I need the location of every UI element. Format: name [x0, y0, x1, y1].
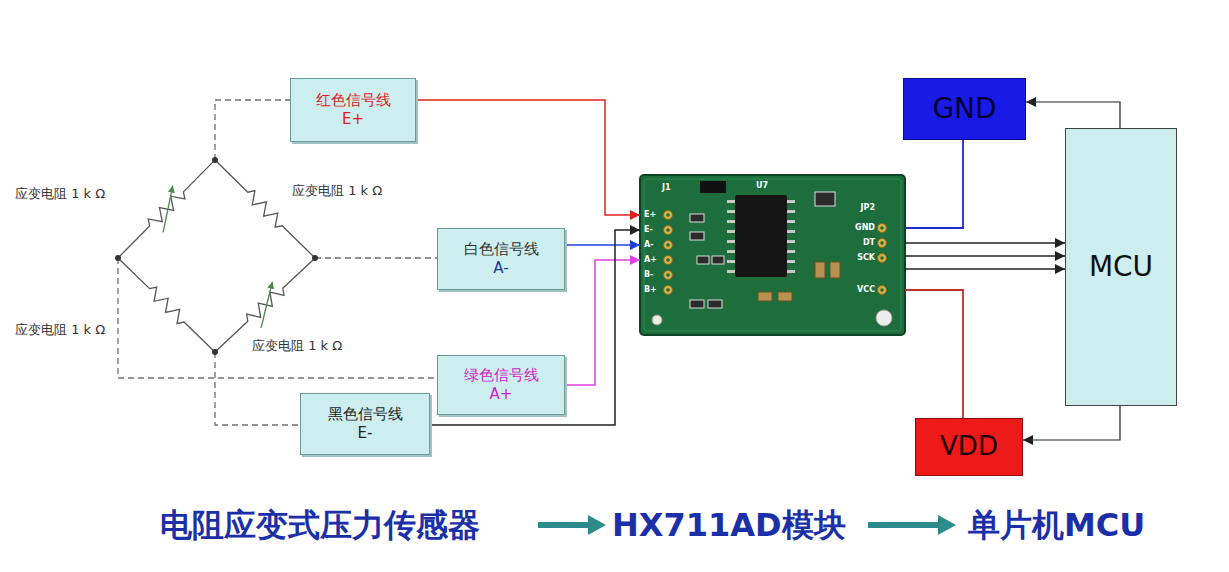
box-text: A-	[493, 259, 508, 279]
pin-label: DT	[863, 238, 875, 248]
resistor-label: 应变电阻 1 k Ω	[15, 186, 105, 202]
signal-wire	[905, 255, 1065, 256]
wire-box: 绿色信号线A+	[437, 355, 565, 415]
power-box: GND	[903, 78, 1026, 140]
pin-label: GND	[855, 223, 875, 233]
box-text: MCU	[1089, 249, 1153, 285]
wire-box: 红色信号线E+	[290, 78, 416, 142]
resistor-label: 应变电阻 1 k Ω	[252, 338, 342, 354]
caption-text: 单片机MCU	[968, 505, 1145, 545]
pin-label: VCC	[857, 285, 875, 295]
box-text: 白色信号线	[464, 240, 539, 260]
pin-label: A+	[644, 255, 657, 265]
mcu-box: MCU	[1065, 128, 1177, 406]
signal-wire	[1023, 406, 1120, 440]
pin-label: SCK	[857, 253, 875, 263]
pin-label: B-	[644, 270, 653, 280]
resistor-label: 应变电阻 1 k Ω	[292, 183, 382, 199]
pin-label: E+	[644, 210, 656, 220]
signal-wire	[905, 268, 1065, 269]
signal-wire	[905, 140, 963, 228]
wire-box: 白色信号线A-	[437, 228, 565, 290]
pin-label: JP2	[861, 203, 875, 213]
caption-text: 电阻应变式压力传感器	[160, 505, 480, 545]
power-box: VDD	[915, 418, 1023, 476]
box-text: E-	[358, 424, 373, 444]
box-text: 黑色信号线	[328, 405, 403, 425]
signal-wire	[1026, 102, 1120, 128]
pin-label: U7	[756, 181, 768, 191]
hx711-module: J1E+ E- A- A+ B- B+ U7JP2GND DT SCK VCC	[640, 175, 905, 335]
signal-wire	[905, 290, 963, 418]
bridge-junction	[115, 157, 318, 355]
box-text: GND	[932, 91, 996, 127]
caption-text: HX711AD模块	[612, 505, 846, 545]
box-text: A+	[490, 385, 513, 405]
box-text: 绿色信号线	[464, 366, 539, 386]
pcb-board	[640, 175, 905, 335]
pin-label: B+	[644, 285, 657, 295]
box-text: VDD	[940, 430, 998, 464]
pin-label: A-	[644, 240, 654, 250]
box-text: 红色信号线	[316, 91, 391, 111]
pin-label: J1	[662, 183, 671, 193]
wire-box: 黑色信号线E-	[300, 393, 430, 455]
signal-wire	[905, 242, 1065, 243]
signal-wire	[416, 100, 640, 215]
pin-label: E-	[644, 225, 653, 235]
dashed-lead	[118, 100, 437, 425]
box-text: E+	[342, 110, 364, 130]
signal-wire	[565, 260, 640, 385]
signal-wire	[565, 244, 640, 246]
resistor-label: 应变电阻 1 k Ω	[15, 322, 105, 338]
